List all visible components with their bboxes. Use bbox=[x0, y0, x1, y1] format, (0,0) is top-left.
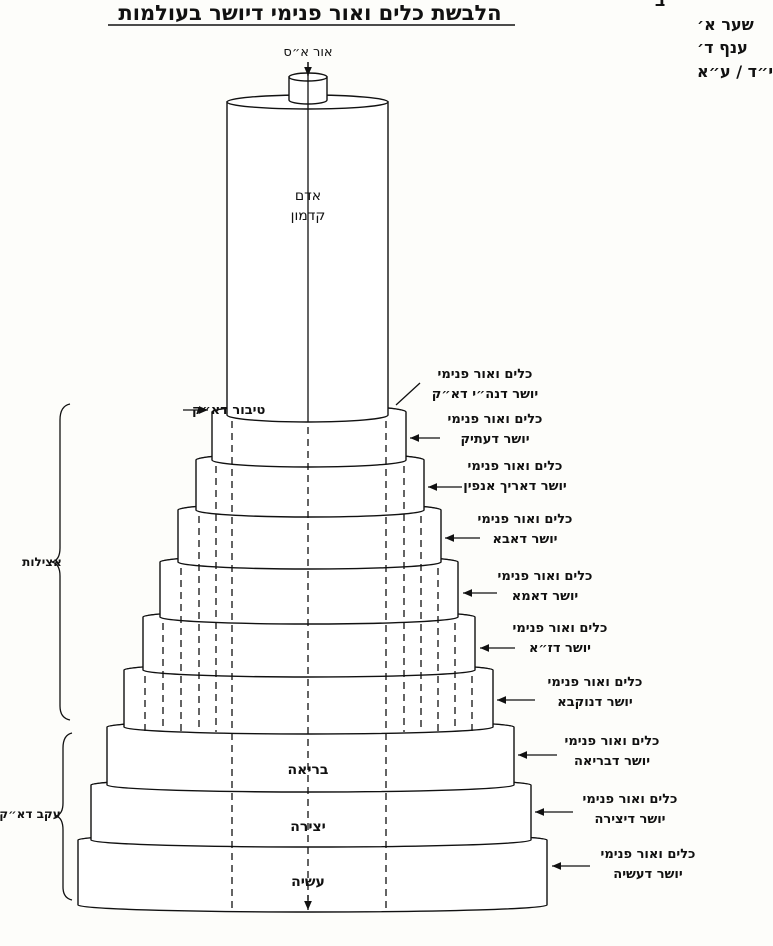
vessel-label-line1: כלים ואור פנימי bbox=[583, 792, 678, 807]
page-marker: ב bbox=[655, 0, 665, 11]
vessel-label-line1: כלים ואור פנימי bbox=[498, 569, 593, 584]
akev-brace bbox=[53, 732, 73, 901]
vessel-label-line1: כלים ואור פנימי bbox=[448, 412, 543, 427]
adam-kadmon-label-2: קדמון bbox=[291, 208, 326, 224]
branch-ref: ענף ד׳ bbox=[697, 38, 748, 57]
gate-ref: שער א׳ bbox=[697, 15, 754, 34]
vessel-label-line2: יושר דנה״י דא״ק bbox=[432, 387, 538, 402]
vessel-label-line2: יושר דאמא bbox=[512, 589, 578, 604]
vessel-label-line2: יושר דאריך אנפין bbox=[463, 479, 567, 494]
atzilut-brace bbox=[51, 403, 71, 721]
yetzirah-label: יצירה bbox=[290, 819, 325, 835]
vessel-label-line2: יושר דעשיה bbox=[613, 867, 682, 882]
page-ref: דף י״ד / ע״א bbox=[697, 62, 773, 81]
adam-kadmon-label-1: אדם bbox=[295, 188, 321, 204]
page-title: הלבשת כלים ואור פנימי דיושר בעולמות bbox=[118, 1, 501, 25]
vessel-label-line1: כלים ואור פנימי bbox=[513, 621, 608, 636]
vessel-label-line1: כלים ואור פנימי bbox=[468, 459, 563, 474]
akev-label: עקב דא״ק bbox=[0, 807, 61, 821]
vessel-label-line2: יושר דנוקבא bbox=[557, 695, 632, 710]
vessel-label-line2: יושר דבריאה bbox=[574, 754, 650, 769]
beriah-label: בריאה bbox=[288, 762, 329, 778]
vessel-label-line2: יושר דעתיק bbox=[460, 432, 529, 447]
vessel-label-line2: יושר דאבא bbox=[493, 532, 558, 547]
vessel-label-line1: כלים ואור פנימי bbox=[438, 367, 533, 382]
vessel-label-line1: כלים ואור פנימי bbox=[601, 847, 696, 862]
asiyah-label: עשיה bbox=[291, 874, 325, 890]
vessel-label-line1: כלים ואור פנימי bbox=[478, 512, 573, 527]
vessel-label-line1: כלים ואור פנימי bbox=[565, 734, 660, 749]
infinite-light-label: אור א״ס bbox=[283, 45, 332, 60]
vessel-label-line1: כלים ואור פנימי bbox=[548, 675, 643, 690]
vessel-label-line2: יושר דז״א bbox=[529, 641, 591, 656]
pointer-line bbox=[395, 382, 421, 406]
navel-label: טיבור דא״ק bbox=[192, 403, 265, 418]
atzilut-label: אצילות bbox=[22, 555, 62, 569]
vessel-label-line2: יושר דיצירה bbox=[594, 812, 665, 827]
